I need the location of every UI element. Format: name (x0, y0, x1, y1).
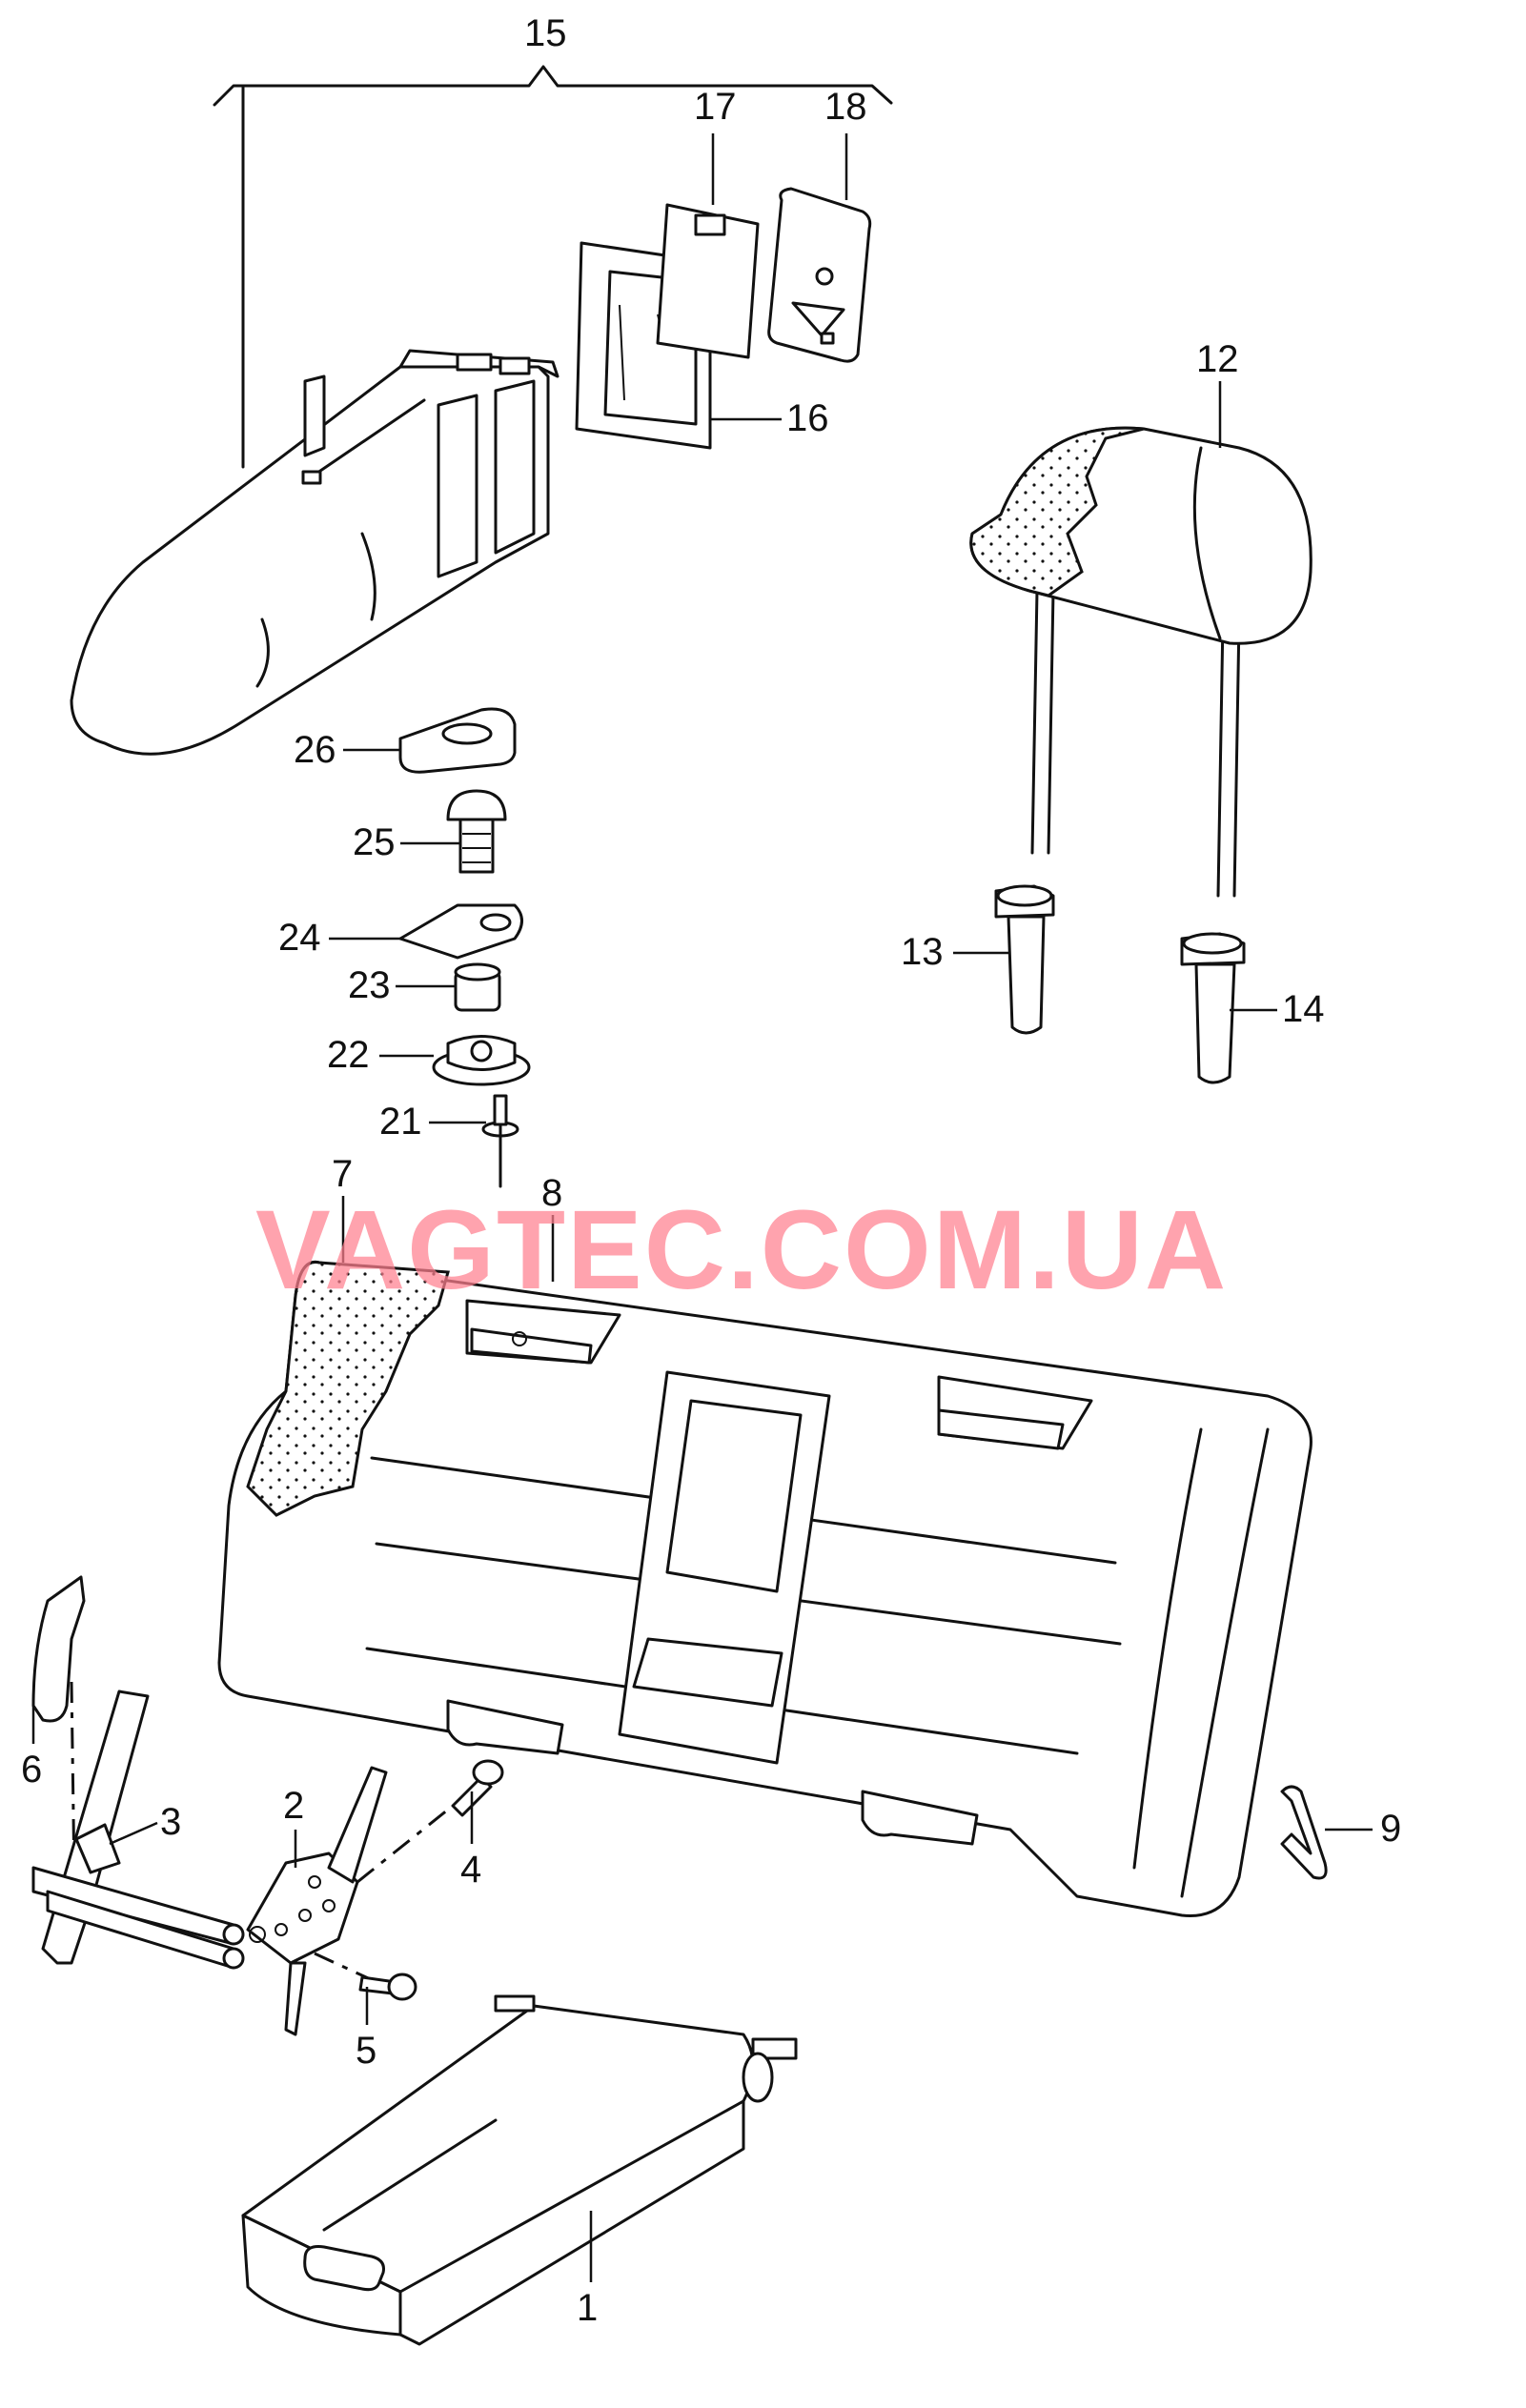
callout-23: 23 (348, 964, 391, 1006)
mount-22 (432, 1035, 531, 1086)
insert-18 (767, 187, 872, 363)
guide-13 (994, 884, 1055, 1035)
cover-17 (656, 203, 760, 359)
callout-16: 16 (786, 397, 829, 439)
callout-8: 8 (541, 1172, 562, 1214)
armrest-group-bracket (213, 65, 893, 469)
bracket-24 (398, 903, 523, 960)
callout-26: 26 (294, 729, 336, 771)
callout-5: 5 (356, 2030, 376, 2072)
callout-2: 2 (283, 1785, 304, 1827)
head-restraint-12 (969, 426, 1312, 898)
callout-21: 21 (379, 1101, 422, 1143)
callout-4: 4 (460, 1849, 481, 1891)
trim-6 (31, 1575, 86, 1883)
callout-17: 17 (694, 86, 737, 128)
callout-6: 6 (21, 1749, 42, 1791)
seat-cushion-1 (241, 1994, 798, 2346)
callout-22: 22 (327, 1034, 370, 1076)
callout-1: 1 (577, 2287, 598, 2329)
bushing-23 (454, 962, 501, 1012)
clip-9 (1280, 1785, 1328, 1880)
leader-lines (31, 133, 1373, 2282)
callout-18: 18 (824, 86, 867, 128)
clip-26 (398, 707, 517, 774)
callout-3: 3 (160, 1801, 181, 1843)
screw-5 (358, 1973, 417, 2001)
callout-7: 7 (332, 1153, 353, 1195)
callout-14: 14 (1282, 988, 1325, 1030)
callout-25: 25 (353, 821, 396, 863)
seat-backrest (217, 1260, 1312, 1917)
hinge-3 (31, 1690, 245, 1970)
rivet-21 (481, 1094, 519, 1188)
callout-13: 13 (901, 931, 944, 973)
callout-15: 15 (524, 12, 567, 54)
callout-labels: 15 17 18 16 12 13 14 26 25 24 23 22 21 7… (21, 12, 1401, 2329)
armrest (70, 349, 560, 756)
callout-24: 24 (278, 917, 321, 959)
screw-4 (451, 1759, 504, 1817)
hinge-2 (246, 1766, 454, 2036)
callout-9: 9 (1380, 1808, 1401, 1850)
callout-12: 12 (1196, 338, 1239, 380)
guide-14 (1180, 932, 1246, 1084)
bolt-25 (446, 789, 507, 874)
watermark: VAGTEC.COM.UA (255, 1187, 1228, 1313)
